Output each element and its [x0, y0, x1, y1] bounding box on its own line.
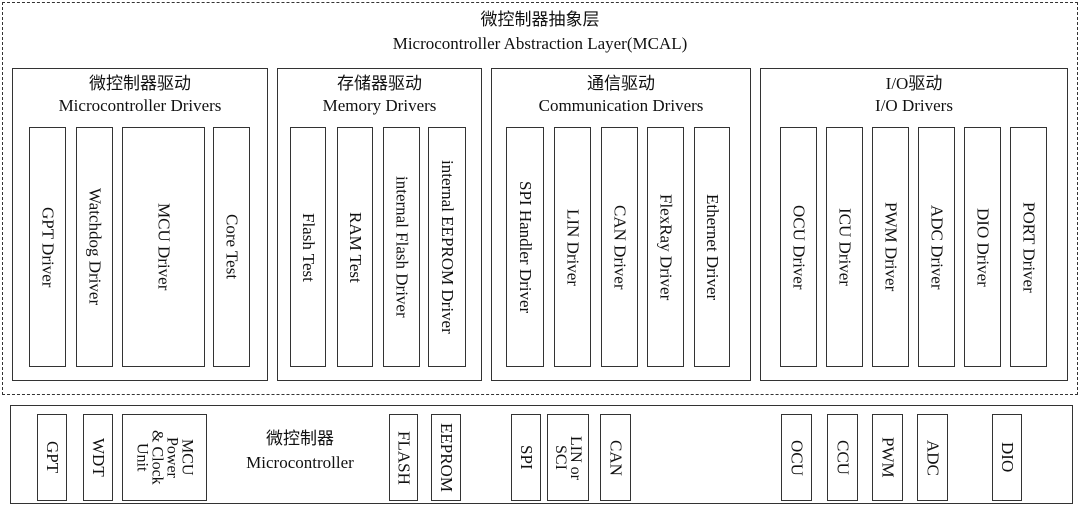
module-label: internal Flash Driver	[392, 176, 412, 318]
module-label: LIN Driver	[563, 208, 583, 286]
module-label: PORT Driver	[1019, 201, 1039, 293]
module-internal-flash-driver: internal Flash Driver	[383, 127, 420, 367]
hw-flash: FLASH	[389, 414, 418, 501]
hw-label: GPT	[43, 441, 62, 474]
hw-spi: SPI	[511, 414, 541, 501]
hw-can: CAN	[600, 414, 631, 501]
module-internal-eeprom-driver: internal EEPROM Driver	[428, 127, 466, 367]
module-dio-driver: DIO Driver	[964, 127, 1001, 367]
hw-gpt: GPT	[37, 414, 67, 501]
group-title-en: Communication Drivers	[538, 96, 704, 115]
module-label: Core Test	[222, 214, 242, 280]
module-icu-driver: ICU Driver	[826, 127, 863, 367]
microcontroller-title-cn: 微控制器	[266, 429, 334, 448]
hw-ocu: OCU	[781, 414, 812, 501]
hw-label: DIO	[998, 442, 1017, 473]
hw-ccu: CCU	[827, 414, 858, 501]
module-pwm-driver: PWM Driver	[872, 127, 909, 367]
hw-label: LIN or SCI	[552, 435, 584, 480]
module-gpt-driver: GPT Driver	[29, 127, 66, 367]
microcontroller-title-en: Microcontroller	[246, 453, 354, 472]
module-label: DIO Driver	[973, 207, 993, 287]
module-port-driver: PORT Driver	[1010, 127, 1047, 367]
module-adc-driver: ADC Driver	[918, 127, 955, 367]
module-lin-driver: LIN Driver	[554, 127, 591, 367]
hw-label: EEPROM	[437, 423, 456, 492]
driver-group-microcontroller-drivers: 微控制器驱动 Microcontroller Drivers	[12, 68, 268, 381]
group-title-cn: 通信驱动	[587, 74, 655, 93]
hw-lin-or-sci: LIN or SCI	[547, 414, 589, 501]
module-can-driver: CAN Driver	[601, 127, 638, 367]
hw-wdt: WDT	[83, 414, 113, 501]
module-label: ICU Driver	[835, 208, 855, 286]
mcal-layer: 微控制器抽象层 Microcontroller Abstraction Laye…	[2, 2, 1078, 395]
module-label: Watchdog Driver	[85, 188, 105, 306]
module-watchdog-driver: Watchdog Driver	[76, 127, 113, 367]
module-flexray-driver: FlexRay Driver	[647, 127, 684, 367]
module-label: Ethernet Driver	[703, 193, 722, 301]
group-title-cn: I/O驱动	[885, 74, 943, 93]
microcontroller-hardware	[10, 405, 1073, 504]
group-title-cn: 存储器驱动	[337, 74, 422, 93]
module-label: CAN Driver	[610, 204, 630, 290]
hw-label: WDT	[89, 438, 108, 477]
group-title-en: Memory Drivers	[322, 96, 437, 115]
module-label: internal EEPROM Driver	[438, 160, 457, 334]
group-title-cn: 微控制器驱动	[89, 74, 191, 93]
module-ethernet-driver: Ethernet Driver	[694, 127, 730, 367]
hw-eeprom: EEPROM	[431, 414, 461, 501]
module-ocu-driver: OCU Driver	[780, 127, 817, 367]
driver-group-i-o-drivers: I/O驱动 I/O Drivers	[760, 68, 1068, 381]
module-label: PWM Driver	[881, 202, 901, 292]
hw-label: PWM	[878, 437, 898, 478]
mcal-title-cn: 微控制器抽象层	[480, 10, 600, 29]
hw-mcu-power-clock-unit: MCU Power & Clock Unit	[122, 414, 207, 501]
hw-label: OCU	[787, 439, 807, 476]
module-label: Flash Test	[299, 212, 318, 282]
module-spi-handler-driver: SPI Handler Driver	[506, 127, 544, 367]
hw-label: SPI	[517, 445, 536, 470]
hw-dio: DIO	[992, 414, 1022, 501]
hw-label: MCU Power & Clock Unit	[133, 430, 196, 485]
driver-group-communication-drivers: 通信驱动 Communication Drivers	[491, 68, 751, 381]
module-mcu-driver: MCU Driver	[122, 127, 205, 367]
mcal-title-en: Microcontroller Abstraction Layer(MCAL)	[392, 34, 688, 53]
hw-label: ADC	[923, 439, 943, 476]
module-label: ADC Driver	[927, 204, 947, 290]
module-core-test: Core Test	[213, 127, 250, 367]
group-title-en: Microcontroller Drivers	[58, 96, 222, 115]
module-label: RAM Test	[346, 211, 365, 283]
module-label: FlexRay Driver	[656, 193, 676, 301]
hw-label: FLASH	[394, 430, 414, 485]
hw-label: CCU	[833, 440, 853, 475]
module-ram-test: RAM Test	[337, 127, 373, 367]
module-flash-test: Flash Test	[290, 127, 326, 367]
module-label: SPI Handler Driver	[516, 180, 535, 314]
module-label: MCU Driver	[154, 203, 174, 291]
driver-group-memory-drivers: 存储器驱动 Memory Drivers	[277, 68, 482, 381]
hw-adc: ADC	[917, 414, 948, 501]
group-title-en: I/O Drivers	[875, 96, 953, 115]
module-label: OCU Driver	[789, 204, 809, 290]
hw-label: CAN	[606, 439, 626, 476]
hw-pwm: PWM	[872, 414, 903, 501]
module-label: GPT Driver	[38, 206, 58, 288]
